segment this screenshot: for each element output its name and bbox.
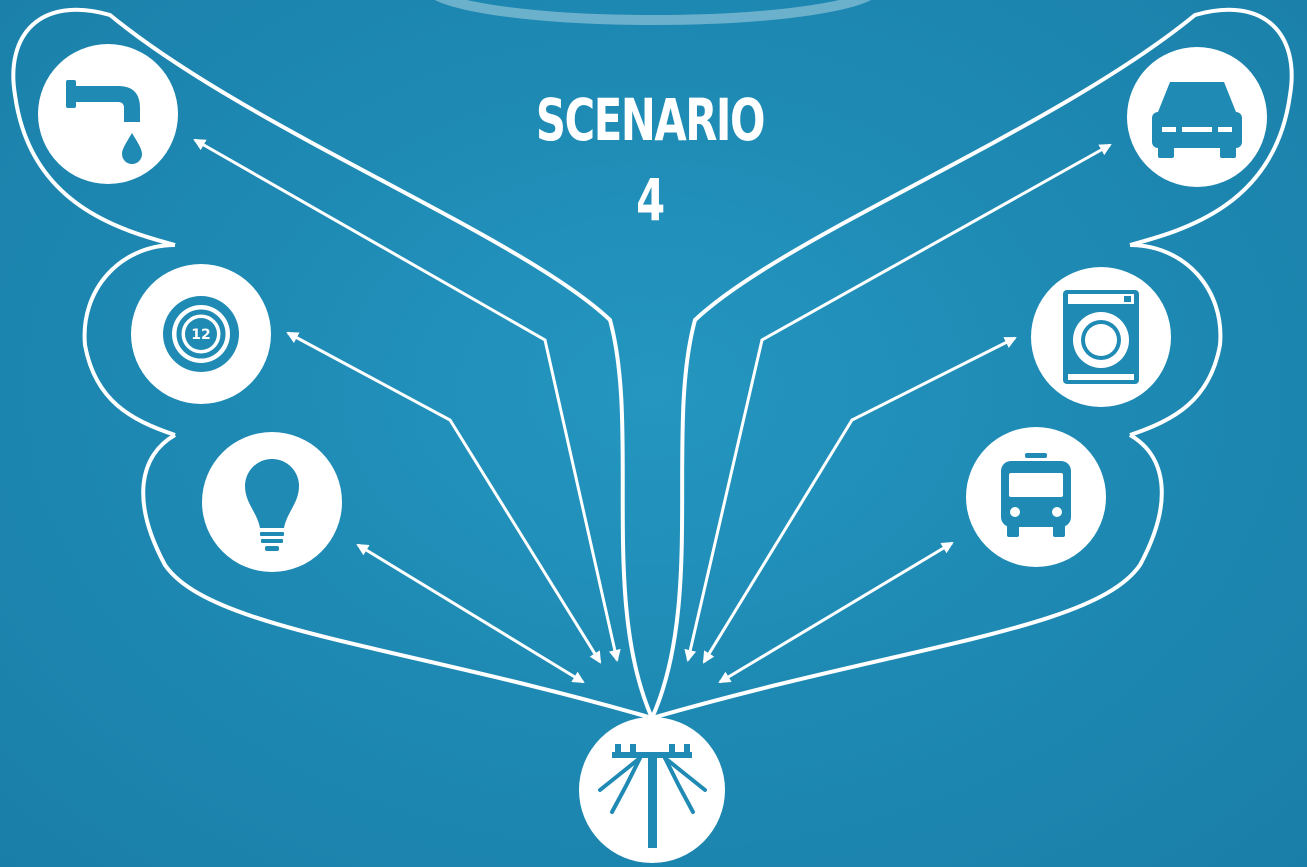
node-bus	[966, 427, 1106, 567]
node-power-hub	[579, 717, 725, 863]
right-middle-lobe	[1129, 243, 1223, 437]
thermostat-icon: 12	[163, 296, 239, 372]
connection-arrows	[193, 138, 1112, 684]
light-bulb-icon	[245, 459, 299, 551]
right-outer-lobe	[650, 7, 1294, 719]
left-middle-lobe	[82, 243, 176, 437]
thermostat-reading: 12	[191, 327, 210, 343]
washing-machine-icon	[1063, 290, 1139, 384]
power-pole-icon	[598, 744, 707, 848]
top-halo	[434, 0, 872, 25]
scenario-title: SCENARIO 4	[535, 86, 766, 234]
node-thermostat: 12	[131, 264, 271, 404]
node-lighting	[202, 432, 342, 572]
node-water	[38, 44, 178, 184]
bus-icon	[1001, 453, 1071, 537]
left-outer-lobe	[11, 7, 654, 719]
water-tap-icon	[66, 80, 142, 164]
car-icon	[1152, 82, 1242, 158]
arrow-lighting	[356, 543, 585, 684]
node-laundry	[1031, 267, 1171, 407]
node-car	[1127, 47, 1267, 187]
arrow-bus	[718, 541, 954, 684]
